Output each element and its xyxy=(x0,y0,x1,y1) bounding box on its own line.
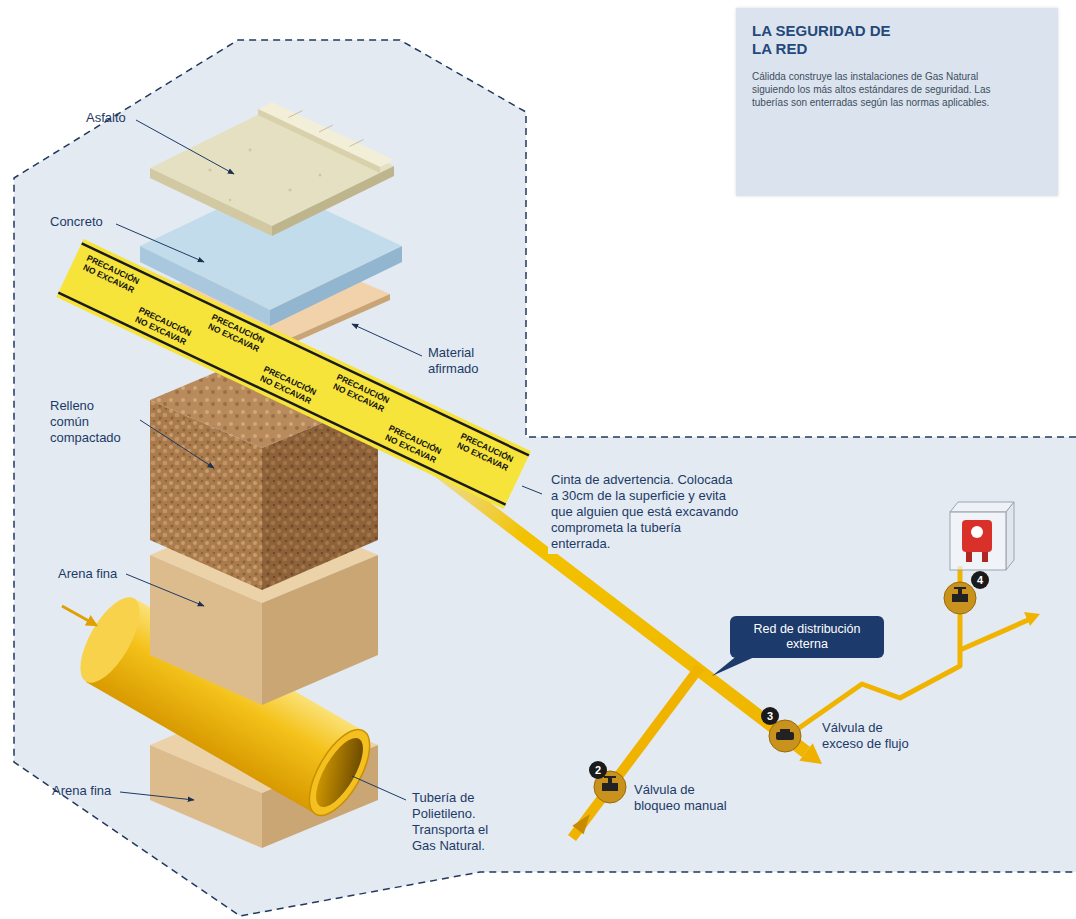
polyethylene-pipe xyxy=(69,588,152,691)
tape-warning-text: PRECAUCIÓN NO EXCAVAR xyxy=(127,301,201,350)
asphalt-slab xyxy=(288,188,291,191)
valve-icon xyxy=(604,776,616,778)
valve-icon xyxy=(952,594,968,602)
meter-box xyxy=(971,526,983,538)
valve-icon xyxy=(776,732,794,740)
callout-number: 2 xyxy=(589,761,607,779)
meter-box xyxy=(966,552,972,562)
service-line xyxy=(960,620,1028,650)
asphalt-slab xyxy=(350,140,364,147)
meter-box xyxy=(982,552,988,562)
tape-warning-text: PRECAUCIÓN NO EXCAVAR xyxy=(376,419,450,468)
leader-line xyxy=(116,224,204,262)
distribution-pipe xyxy=(799,743,822,764)
callout-number: 4 xyxy=(971,571,989,589)
warning-tape xyxy=(81,242,529,456)
network-callout: Red de distribución externa xyxy=(730,616,884,658)
tape-warning-text: PRECAUCIÓN NO EXCAVAR xyxy=(199,309,273,358)
layer-label: Asfalto xyxy=(86,110,126,126)
tape-warning-text: PRECAUCIÓN NO EXCAVAR xyxy=(251,360,325,409)
valve-icon xyxy=(954,587,966,589)
warning-tape xyxy=(56,239,531,509)
leader-line xyxy=(352,324,422,356)
layer-label: Arena fina xyxy=(58,566,117,582)
asphalt-slab xyxy=(208,168,211,171)
valve-icon xyxy=(602,783,618,791)
valve-icon xyxy=(769,720,801,752)
service-line xyxy=(1024,612,1040,626)
asphalt-slab xyxy=(258,102,394,167)
asphalt-slab xyxy=(319,125,333,132)
asphalt-slab xyxy=(289,111,303,118)
meter-box xyxy=(950,502,1014,512)
panel-body: Cálidda construye las instalaciones de G… xyxy=(752,70,992,109)
callout-text: Red de distribución externa xyxy=(741,622,873,652)
layer-label: Arena fina xyxy=(52,783,111,799)
valve-icon xyxy=(944,582,976,614)
warning-tape xyxy=(58,291,506,505)
asphalt-slab xyxy=(249,149,252,152)
distribution-pipe xyxy=(572,814,590,834)
asphalt-slab xyxy=(272,166,394,236)
layer-label: Material afirmado xyxy=(428,345,512,377)
fill-block xyxy=(150,400,262,590)
tape-warning-text: PRECAUCIÓN NO EXCAVAR xyxy=(449,427,523,476)
leader-line xyxy=(120,792,194,800)
asphalt-slab xyxy=(319,174,322,177)
pipe-opening xyxy=(297,720,381,824)
pipe-opening xyxy=(297,720,381,824)
layer-label: Concreto xyxy=(50,214,103,230)
callout-number: 3 xyxy=(761,707,779,725)
polyethylene-pipe xyxy=(62,606,96,625)
meter-box xyxy=(962,520,992,552)
meter-box xyxy=(950,502,1014,570)
leader-line xyxy=(140,420,214,468)
meter-box xyxy=(1006,502,1014,570)
title-panel: LA SEGURIDAD DE LA RED Cálidda construye … xyxy=(736,8,1058,196)
leader-line xyxy=(136,120,234,174)
tape-note: Cinta de advertencia. Colocada a 30cm de… xyxy=(548,470,742,554)
leader-line xyxy=(116,120,542,800)
asphalt-slab xyxy=(150,102,394,236)
valve-icon xyxy=(944,582,976,614)
valve-label: Válvula de exceso de flujo xyxy=(822,720,926,752)
asphalt-slab xyxy=(150,108,394,226)
layer-label: Relleno común compactado xyxy=(50,398,135,446)
meter-box xyxy=(950,512,1006,570)
tape-warning-text: PRECAUCIÓN NO EXCAVAR xyxy=(74,250,148,299)
valve-icon xyxy=(780,729,790,732)
leader-line xyxy=(126,574,204,606)
panel-heading: LA SEGURIDAD DE LA RED xyxy=(752,22,902,58)
pipe-opening xyxy=(307,731,372,814)
concrete-slab xyxy=(270,246,402,326)
leader-line xyxy=(522,486,542,494)
valve-label: Válvula de bloqueo manual xyxy=(634,782,738,814)
tape-warning-text: PRECAUCIÓN NO EXCAVAR xyxy=(324,368,398,417)
pipe-note: Tubería de Polietileno. Transporta el Ga… xyxy=(412,790,512,854)
asphalt-slab xyxy=(229,199,232,202)
warning-tape xyxy=(56,239,531,509)
leader-line xyxy=(352,776,406,800)
asphalt-slab xyxy=(150,168,272,236)
valve-icon xyxy=(769,720,801,752)
asphalt-slab xyxy=(258,109,380,173)
